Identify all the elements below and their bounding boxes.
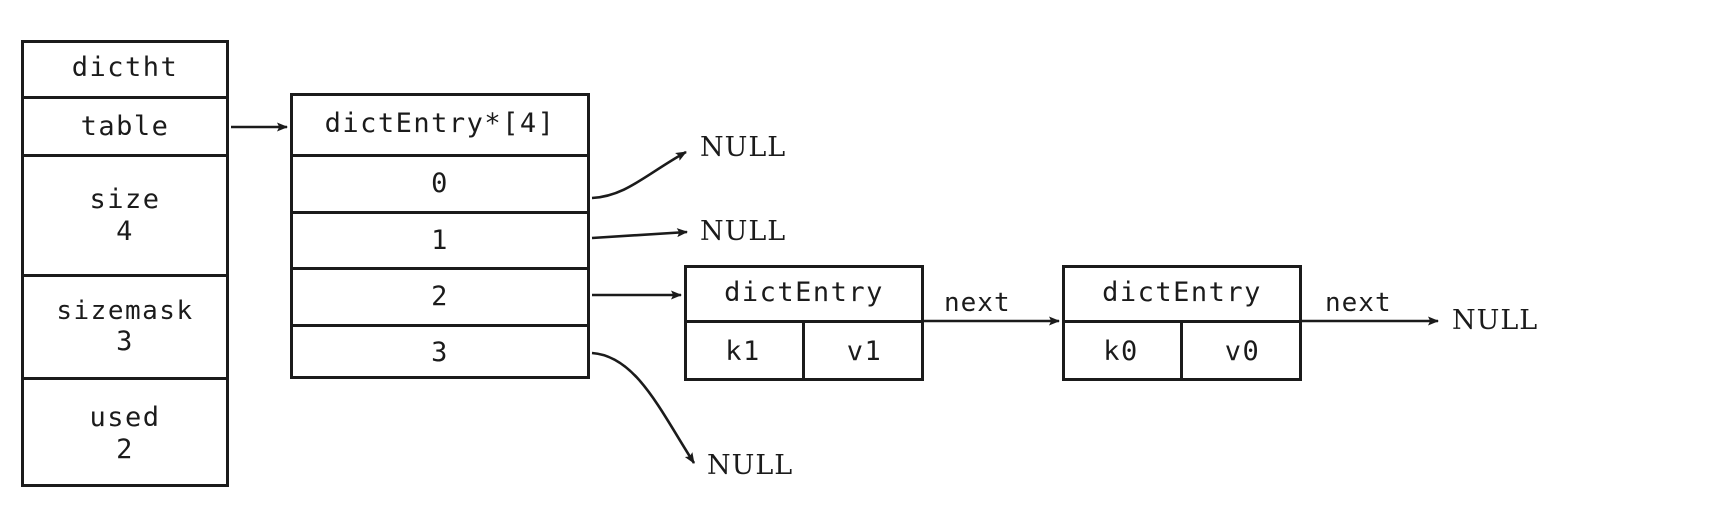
dictht-field-table: table: [21, 99, 229, 154]
null-label-tail: NULL: [1452, 305, 1539, 336]
entry2-title-label: dictEntry: [1102, 276, 1262, 308]
entry2-kv-divider: [1180, 323, 1183, 381]
dictht-divider-1: [21, 96, 229, 99]
bucket-index-2: 2: [431, 281, 449, 313]
entry2-divider: [1062, 320, 1302, 323]
dictht-divider-3: [21, 274, 229, 277]
dictht-field-sizemask: sizemask 3: [21, 277, 229, 377]
null-label-bucket3: NULL: [707, 450, 794, 481]
arrow-bucket3-to-null: [591, 351, 696, 464]
bucket-index-1: 1: [431, 224, 449, 256]
dictht-divider-2: [21, 154, 229, 157]
dictht-field-used-value: 2: [116, 433, 134, 465]
dictht-field-used: used 2: [21, 380, 229, 487]
dictht-field-used-label: used: [89, 401, 161, 433]
dictht-field-size-label: size: [89, 183, 161, 215]
bucket-index-3: 3: [431, 337, 449, 369]
entry2-title-cell: dictEntry: [1062, 265, 1302, 320]
dictht-title-cell: dictht: [21, 40, 229, 96]
arrow-bucket1-to-null: [591, 228, 688, 240]
dictht-field-sizemask-label: sizemask: [56, 295, 194, 326]
dictht-divider-4: [21, 377, 229, 380]
dictht-field-sizemask-value: 3: [116, 326, 134, 358]
dictht-struct-box: [21, 40, 229, 487]
entry2-key-label: k0: [1103, 336, 1139, 368]
array-divider-header: [290, 154, 590, 157]
table-array-box: [290, 93, 590, 379]
entry1-divider: [684, 320, 924, 323]
table-array-header-label: dictEntry*[4]: [324, 107, 556, 139]
array-divider-1: [290, 211, 590, 214]
bucket-index-0: 0: [431, 168, 449, 200]
dictht-field-size-value: 4: [116, 215, 134, 247]
table-array-header: dictEntry*[4]: [290, 93, 590, 154]
entry1-kv-divider: [802, 323, 805, 381]
dictht-field-size: size 4: [21, 157, 229, 274]
next-label-entry2: next: [1325, 288, 1392, 318]
dictht-field-table-label: table: [80, 110, 170, 142]
entry1-value-cell: v1: [805, 323, 924, 381]
bucket-row-2[interactable]: 2: [290, 270, 590, 324]
bucket-row-1[interactable]: 1: [290, 214, 590, 267]
entry2-value-cell: v0: [1183, 323, 1302, 381]
entry2-value-label: v0: [1224, 336, 1261, 368]
bucket-row-3[interactable]: 3: [290, 327, 590, 379]
bucket-row-0[interactable]: 0: [290, 157, 590, 211]
entry1-value-label: v1: [846, 336, 883, 368]
arrow-bucket0-to-null: [591, 150, 687, 200]
entry2-key-cell: k0: [1062, 323, 1180, 381]
null-label-bucket0: NULL: [700, 132, 787, 163]
entry1-key-cell: k1: [684, 323, 802, 381]
next-label-entry1: next: [944, 288, 1011, 318]
dictht-title-label: dictht: [71, 52, 179, 84]
array-divider-2: [290, 267, 590, 270]
entry1-title-label: dictEntry: [724, 276, 884, 308]
array-divider-3: [290, 324, 590, 327]
entry1-key-label: k1: [725, 336, 761, 368]
null-label-bucket1: NULL: [700, 216, 787, 247]
entry1-title-cell: dictEntry: [684, 265, 924, 320]
